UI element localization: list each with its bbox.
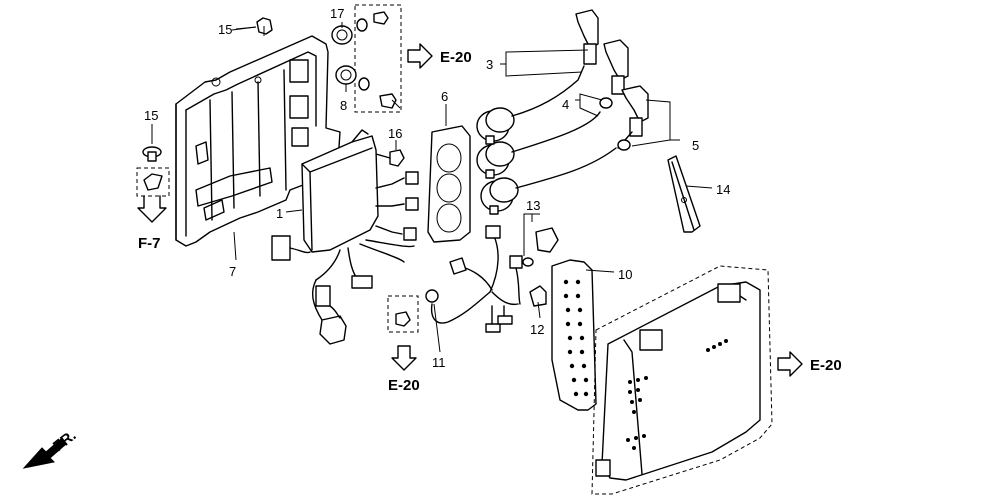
control-unit-part-1 <box>271 129 419 345</box>
back-panel-part-7 <box>175 35 341 247</box>
ref-f7: F-7 <box>138 235 161 252</box>
clip-part-12 <box>529 285 547 307</box>
bracket-part-14 <box>667 155 701 233</box>
e20-top-arrow <box>407 43 433 69</box>
label-part-13: 13 <box>526 198 540 213</box>
ref-e20-right: E-20 <box>810 357 842 374</box>
label-part-17: 17 <box>330 6 344 21</box>
ref-e20-top: E-20 <box>440 49 472 66</box>
label-part-7: 7 <box>229 264 236 279</box>
label-part-3: 3 <box>486 57 493 72</box>
label-part-11: 11 <box>432 355 446 370</box>
label-part-4: 4 <box>562 97 569 112</box>
cap-part-13 <box>522 227 559 267</box>
label-part-12: 12 <box>530 322 544 337</box>
label-part-1: 1 <box>276 206 283 221</box>
label-part-6: 6 <box>441 89 448 104</box>
terminal-strip-part-10 <box>551 259 597 411</box>
label-part-8: 8 <box>340 98 347 113</box>
leader-lines <box>151 22 713 353</box>
harness-part-11 <box>387 225 523 333</box>
clip-box-f7 <box>136 167 170 223</box>
spark-plug-caps-part-3 <box>511 9 649 189</box>
front-cover <box>591 265 773 495</box>
label-part-14: 14 <box>716 182 730 197</box>
bolt-part-16 <box>375 149 405 167</box>
label-part-15-left: 15 <box>144 108 158 123</box>
e20-right-arrow <box>777 351 803 377</box>
rubber-mount-part-6 <box>427 125 471 243</box>
label-part-10: 10 <box>618 267 632 282</box>
terminal-dots <box>563 279 589 397</box>
label-part-16: 16 <box>388 126 402 141</box>
label-part-5: 5 <box>692 138 699 153</box>
fr-direction-arrow <box>22 437 67 469</box>
grommets-parts-17-8 <box>331 4 402 113</box>
e20-bottom-arrow <box>391 345 417 371</box>
ignition-coils <box>476 107 519 215</box>
ref-e20-bottom: E-20 <box>388 377 420 394</box>
label-part-15-top: 15 <box>218 22 232 37</box>
